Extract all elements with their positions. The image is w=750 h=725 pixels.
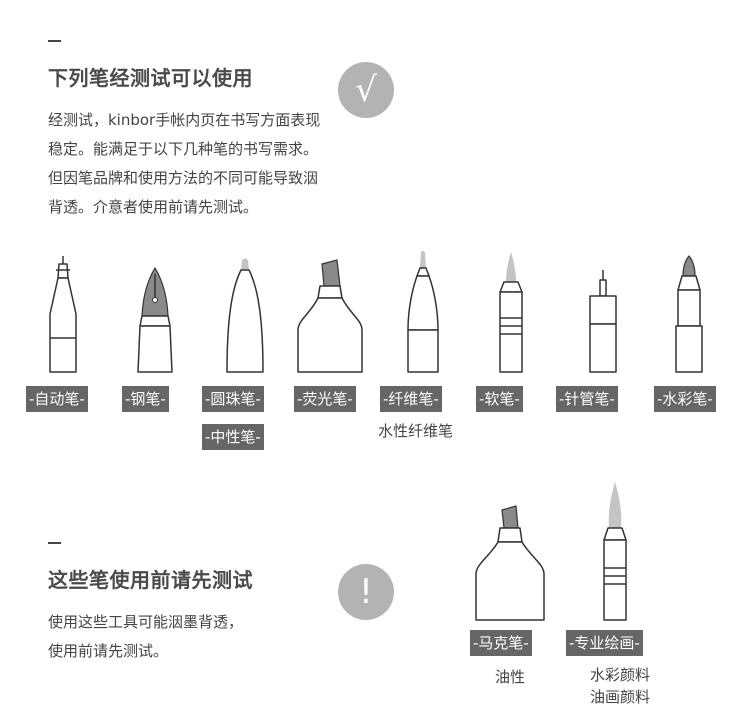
pen-label-ballpoint-pen: -圆珠笔- [202, 386, 264, 412]
needle-pen-icon [589, 270, 617, 373]
fountain-pen-icon [137, 266, 173, 373]
painting-note-oil: 油画颜料 [589, 688, 650, 706]
pen-label-professional-painting: -专业绘画- [566, 630, 643, 656]
pen-label-brush-pen: -软笔- [476, 386, 523, 412]
section-ok-description: 经测试，kinbor手帐内页在书写方面表现稳定。能满足于以下几种笔的书写需求。但… [48, 111, 321, 216]
highlighter-icon [297, 259, 363, 373]
pen-label-fountain-pen: -钢笔- [122, 386, 169, 412]
section-test-description: 使用这些工具可能洇墨背透，使用前请先测试。 [48, 613, 244, 660]
section-ok-title: 下列笔经测试可以使用 [48, 66, 253, 90]
pen-label-needle-pen: -针管笔- [556, 386, 618, 412]
fiber-pen-icon [407, 251, 439, 373]
paint-brush-icon [603, 482, 627, 621]
warning-icon: ! [338, 564, 394, 620]
marker-pen-icon [475, 505, 545, 621]
mechanical-pencil-icon [49, 256, 77, 373]
pen-label-watercolor-pen: -水彩笔- [654, 386, 716, 412]
pen-label-marker: -马克笔- [470, 630, 532, 656]
pen-label-mechanical-pencil: -自动笔- [26, 386, 88, 412]
watercolor-pen-icon [675, 255, 703, 373]
pen-label-gel-pen: -中性笔- [202, 424, 264, 450]
brush-pen-icon [499, 252, 523, 373]
section-test-dash [48, 542, 61, 544]
check-icon: √ [338, 62, 394, 118]
section-ok-dash [48, 40, 61, 42]
pen-label-highlighter: -荧光笔- [294, 386, 356, 412]
marker-note: 油性 [494, 668, 525, 686]
pen-label-fiber-pen: -纤维笔- [380, 386, 442, 412]
painting-note-watercolor: 水彩颜料 [589, 666, 650, 684]
section-test-title: 这些笔使用前请先测试 [48, 568, 253, 592]
ballpoint-pen-icon [226, 258, 264, 373]
fiber-pen-note: 水性纤维笔 [378, 422, 454, 440]
